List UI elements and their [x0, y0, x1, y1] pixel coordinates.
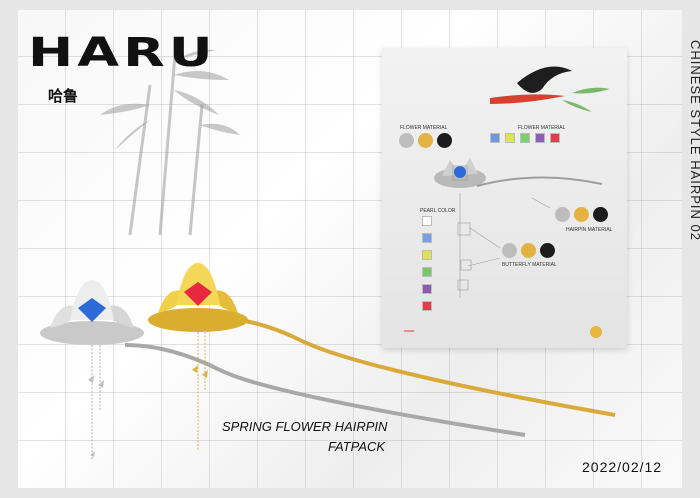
- butterfly-material-swatch: [540, 243, 555, 258]
- product-subtitle: FATPACK: [328, 439, 386, 454]
- flower-material-swatch: [418, 133, 433, 148]
- pearl-color-swatch: [422, 301, 432, 311]
- bamboo-illustration: [100, 49, 240, 235]
- pearl-color-swatch: [422, 250, 432, 260]
- hairpin-material-label: HAIRPIN MATERIAL: [566, 227, 613, 233]
- pearl-color-swatch: [422, 284, 432, 294]
- butterfly-material-swatch: [521, 243, 536, 258]
- butterfly-material-swatch: [502, 243, 517, 258]
- flower-material-square: [490, 133, 500, 143]
- brand-logo: HARU: [28, 30, 217, 76]
- pearl-color-label: PEARL COLOR: [420, 208, 456, 214]
- pearl-color-swatch: [422, 267, 432, 277]
- spec-sheet-illustration: [404, 66, 610, 338]
- hairpin-material-swatch: [574, 207, 589, 222]
- brand-logo-chinese: 哈鲁: [48, 87, 79, 105]
- hairpin-render: [40, 263, 616, 460]
- flower-material-swatch: [437, 133, 452, 148]
- flower-material-label-1: FLOWER MATERIAL: [400, 125, 448, 131]
- flower-material-label-2: FLOWER MATERIAL: [518, 125, 566, 131]
- date: 2022/02/12: [582, 459, 663, 475]
- pearl-color-swatch: [422, 233, 432, 243]
- flower-material-swatch: [399, 133, 414, 148]
- product-title: SPRING FLOWER HAIRPIN: [222, 419, 388, 434]
- hairpin-material-swatch: [555, 207, 570, 222]
- flower-material-square: [535, 133, 545, 143]
- butterfly-material-label: BUTTERFLY MATERIAL: [502, 262, 557, 268]
- flower-material-square: [505, 133, 515, 143]
- hairpin-material-swatch: [593, 207, 608, 222]
- flower-material-square: [520, 133, 530, 143]
- flower-material-square: [550, 133, 560, 143]
- pearl-color-swatch: [422, 216, 432, 226]
- side-title: CHINESE STYLE HAIRPIN 02: [688, 40, 700, 241]
